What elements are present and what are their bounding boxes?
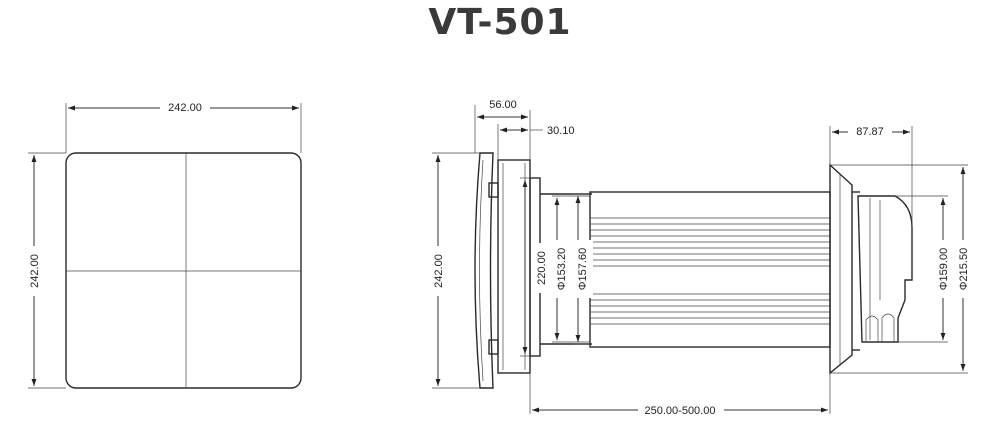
frame-depth-dimension: 30.10 bbox=[497, 124, 575, 160]
side-view: 56.00 30.10 242.00 220.00 bbox=[430, 99, 973, 417]
side-height-label: 242.00 bbox=[433, 254, 445, 288]
panel-clip-bottom bbox=[488, 339, 499, 355]
outer-diameter-dimension: Φ157.60 bbox=[572, 193, 593, 345]
inner-diameter-dimension: Φ153.20 bbox=[552, 195, 590, 343]
hood-depth-dimension: 87.87 bbox=[829, 124, 913, 228]
flange-diameter-label: Φ215.50 bbox=[958, 248, 970, 290]
outer-flange bbox=[829, 163, 853, 375]
tube-body bbox=[589, 191, 831, 348]
tube-length-dimension: 250.00-500.00 bbox=[529, 373, 831, 417]
front-height-label: 242.00 bbox=[29, 254, 41, 288]
side-front-panel bbox=[474, 152, 494, 389]
side-height-dimension: 242.00 bbox=[430, 152, 480, 389]
outer-diameter-label: Φ157.60 bbox=[577, 248, 589, 290]
flange-diameter-dimension: Φ215.50 bbox=[830, 164, 973, 374]
panel-depth-dimension: 56.00 bbox=[474, 99, 531, 160]
front-view: 242.00 242.00 bbox=[26, 100, 302, 389]
tube-length-label: 250.00-500.00 bbox=[645, 405, 716, 417]
hood-diameter-dimension: Φ159.00 bbox=[895, 195, 953, 343]
hood-diameter-label: Φ159.00 bbox=[938, 248, 950, 290]
side-front-panel-inner-edge bbox=[479, 159, 484, 382]
drawing-title: VT-501 bbox=[428, 2, 572, 43]
front-width-dimension: 242.00 bbox=[65, 100, 302, 153]
inner-height-label: 220.00 bbox=[536, 251, 548, 285]
front-width-label: 242.00 bbox=[168, 102, 202, 114]
external-hood bbox=[857, 195, 913, 343]
front-height-dimension: 242.00 bbox=[26, 152, 66, 389]
panel-clip-top bbox=[488, 182, 499, 198]
inner-height-dimension: 220.00 bbox=[520, 177, 549, 357]
panel-depth-label: 56.00 bbox=[489, 99, 517, 111]
frame-depth-label: 30.10 bbox=[547, 125, 575, 137]
inner-diameter-label: Φ153.20 bbox=[556, 248, 568, 290]
front-panel bbox=[65, 152, 302, 389]
hood-depth-label: 87.87 bbox=[856, 126, 884, 138]
